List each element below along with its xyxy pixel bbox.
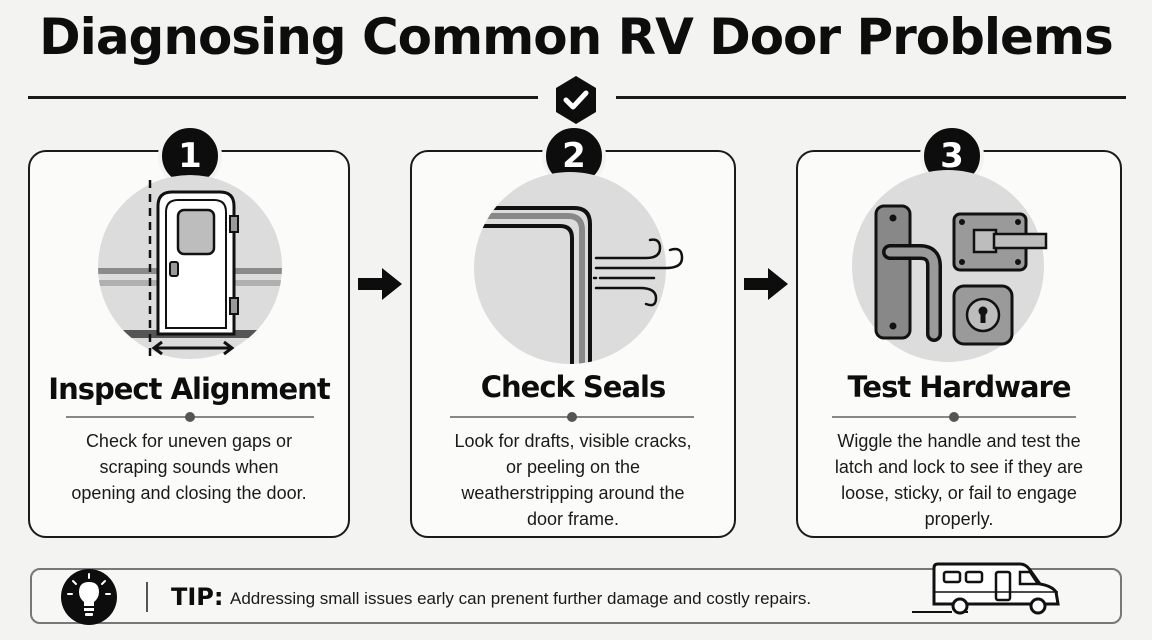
title-rule-right [616,96,1126,99]
step-description: Check for uneven gaps or scraping sounds… [71,431,307,503]
title-rule-left [28,96,538,99]
rv-door-alignment-icon [98,175,282,359]
step-title: Test Hardware [847,370,1071,404]
step-description: Wiggle the handle and test the latch and… [834,431,1084,529]
tip-separator [146,582,148,612]
tip-label: TIP: [171,583,224,611]
tip-text: Addressing small issues early can prenen… [230,589,812,608]
door-seal-draft-icon [474,172,684,364]
check-badge-icon [556,76,596,124]
step-title: Check Seals [480,370,667,404]
next-step-arrow-icon [744,268,788,300]
page-title: Diagnosing Common RV Door Problems [39,8,1114,66]
step-divider [66,412,314,422]
lightbulb-icon [61,569,117,625]
step-divider [832,412,1076,422]
step-divider [450,412,694,422]
step-title: Inspect Alignment [48,372,330,406]
door-hardware-icon [852,170,1048,362]
next-step-arrow-icon [358,268,402,300]
step-description: Look for drafts, visible cracks, or peel… [454,431,692,529]
rv-camper-icon [912,562,1060,615]
